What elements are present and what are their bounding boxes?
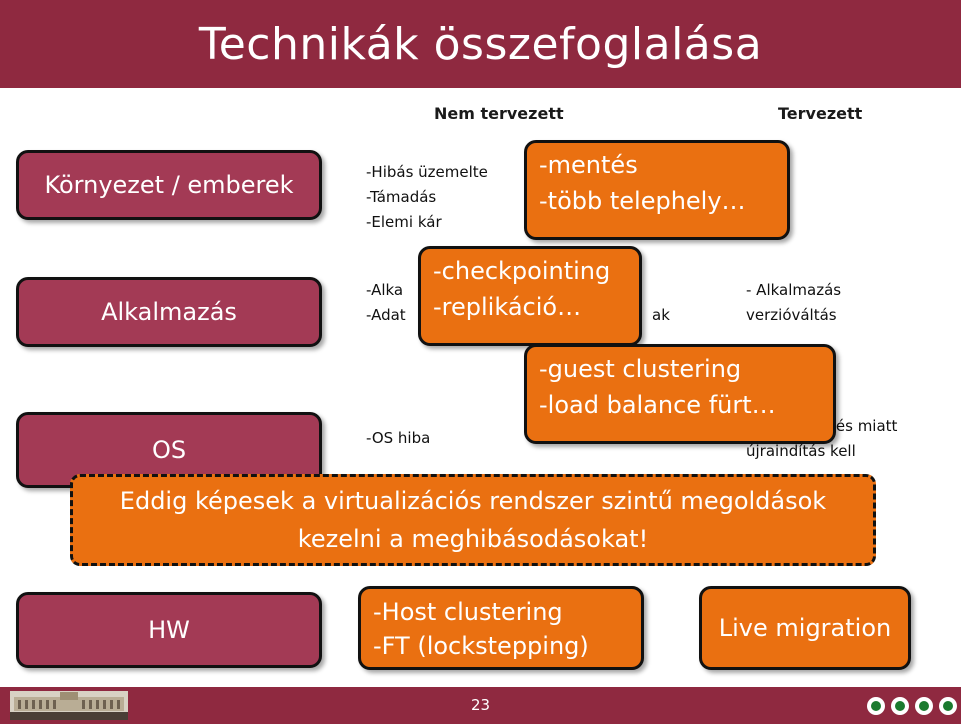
row-environment: Környezet / emberek [16, 150, 322, 220]
university-building-logo [10, 691, 128, 720]
note-line: újraindítás kell [746, 442, 856, 460]
research-group-logos [861, 695, 957, 715]
callout-line: -FT (lockstepping) [373, 632, 589, 660]
page-number: 23 [470, 696, 491, 714]
note-line: -Adat [366, 306, 406, 324]
logo-circle-icon [867, 696, 885, 715]
callout-line: -load balance fürt… [539, 391, 776, 419]
note-line: ak [652, 306, 670, 324]
summary-banner: Eddig képesek a virtualizációs rendszer … [70, 474, 876, 566]
callout-line: Live migration [718, 614, 892, 642]
slide-header: Technikák összefoglalása [0, 0, 961, 88]
row-environment-label: Környezet / emberek [44, 171, 294, 199]
callout-backup: -mentés -több telephely… [524, 140, 790, 240]
note-environment-unplanned: -Hibás üzemelte -Támadás -Elemi kár [366, 160, 488, 235]
note-line: tés miatt [830, 417, 898, 435]
logo-circle-icon [939, 696, 957, 715]
note-application-unplanned-tail: ak [652, 303, 670, 328]
callout-line: -checkpointing [433, 257, 611, 285]
logo-circle-icon [891, 696, 909, 715]
callout-host-clustering: -Host clustering -FT (lockstepping) [358, 586, 644, 670]
row-os-label: OS [151, 436, 187, 464]
note-line: -Támadás [366, 188, 437, 206]
row-hw: HW [16, 592, 322, 668]
column-heading-planned: Tervezett [778, 104, 863, 123]
callout-checkpointing: -checkpointing -replikáció… [418, 246, 642, 346]
callout-guest-clustering: -guest clustering -load balance fürt… [524, 344, 836, 444]
slide-footer: 23 [0, 687, 961, 724]
note-line: -Hibás üzemelte [366, 163, 488, 181]
callout-line: -guest clustering [539, 355, 742, 383]
logo-circle-icon [915, 696, 933, 715]
row-hw-label: HW [148, 616, 190, 644]
callout-line: -Host clustering [373, 598, 563, 626]
callout-line: -mentés [539, 151, 638, 179]
callout-live-migration: Live migration [699, 586, 911, 670]
note-line: -OS hiba [366, 429, 431, 447]
note-line: -Alka [366, 281, 404, 299]
slide-title: Technikák összefoglalása [198, 18, 763, 70]
callout-line: -replikáció… [433, 293, 582, 321]
note-application-unplanned: -Alka -Adat [366, 278, 406, 328]
row-application-label: Alkalmazás [101, 298, 237, 326]
note-line: verzióváltás [746, 306, 837, 324]
note-os-planned: tés miatt újraindítás kell [746, 414, 897, 464]
column-heading-unplanned: Nem tervezett [434, 104, 564, 123]
note-line: -Elemi kár [366, 213, 442, 231]
note-application-planned: - Alkalmazás verzióváltás [746, 278, 841, 328]
banner-line-1: Eddig képesek a virtualizációs rendszer … [119, 487, 827, 515]
callout-line: -több telephely… [539, 187, 746, 215]
note-os-unplanned: -OS hiba [366, 426, 430, 451]
row-application: Alkalmazás [16, 277, 322, 347]
banner-line-2: kezelni a meghibásodásokat! [297, 525, 649, 553]
note-line: - Alkalmazás [746, 281, 842, 299]
